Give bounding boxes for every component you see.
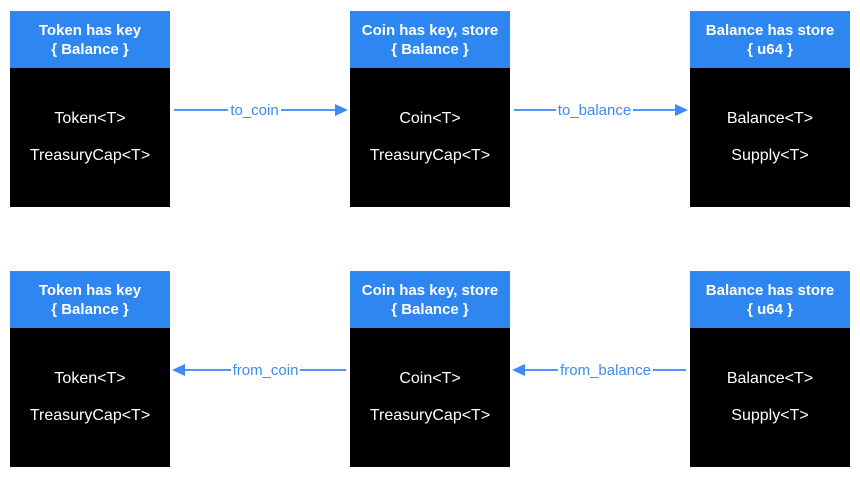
struct-abilities: { Balance } [51,40,129,58]
arrow-line [652,369,687,371]
arrow-to-balance: to_balance [514,99,688,121]
struct-header-coin: Coin has key, store { Balance } [350,11,510,68]
struct-body-coin: Coin<T> TreasuryCap<T> [350,328,510,467]
arrow-line [633,109,675,111]
arrow-line [280,109,335,111]
struct-abilities: { Balance } [391,40,469,58]
arrow-from-balance: from_balance [512,359,687,381]
arrow-line [525,369,559,371]
arrowhead-left-icon [512,364,525,376]
struct-field: Coin<T> [399,110,461,127]
struct-header-token: Token has key { Balance } [10,11,170,68]
struct-abilities: { u64 } [747,300,793,318]
struct-body-balance: Balance<T> Supply<T> [690,328,850,467]
arrowhead-right-icon [675,104,688,116]
struct-body-token: Token<T> TreasuryCap<T> [10,328,170,467]
arrow-label: from_coin [232,361,299,379]
struct-body-coin: Coin<T> TreasuryCap<T> [350,68,510,207]
struct-header-balance: Balance has store { u64 } [690,11,850,68]
struct-abilities: { u64 } [747,40,793,58]
struct-field: Coin<T> [399,370,461,387]
arrow-line [300,369,347,371]
struct-field: Balance<T> [726,370,814,387]
struct-box-token-row2: Token has key { Balance } Token<T> Treas… [10,271,170,467]
struct-field: TreasuryCap<T> [369,407,491,424]
struct-header-token: Token has key { Balance } [10,271,170,328]
arrow-from-coin: from_coin [172,359,347,381]
struct-body-token: Token<T> TreasuryCap<T> [10,68,170,207]
struct-field: Supply<T> [731,147,809,164]
arrowhead-right-icon [335,104,348,116]
arrow-line [514,109,556,111]
arrow-label: to_coin [230,101,279,119]
struct-field: Token<T> [54,370,126,387]
struct-box-token-row1: Token has key { Balance } Token<T> Treas… [10,11,170,207]
struct-field: TreasuryCap<T> [29,407,151,424]
struct-abilities: { Balance } [391,300,469,318]
arrow-label: to_balance [557,101,632,119]
struct-name: Coin has key, store [361,21,499,39]
arrowhead-left-icon [172,364,185,376]
struct-header-balance: Balance has store { u64 } [690,271,850,328]
struct-name: Balance has store [705,21,835,39]
struct-field: TreasuryCap<T> [29,147,151,164]
struct-abilities: { Balance } [51,300,129,318]
struct-body-balance: Balance<T> Supply<T> [690,68,850,207]
arrow-line [185,369,231,371]
struct-name: Token has key [38,21,142,39]
struct-field: Token<T> [54,110,126,127]
struct-name: Token has key [38,281,142,299]
struct-box-coin-row2: Coin has key, store { Balance } Coin<T> … [350,271,510,467]
struct-field: Balance<T> [726,110,814,127]
struct-field: Supply<T> [731,407,809,424]
struct-box-coin-row1: Coin has key, store { Balance } Coin<T> … [350,11,510,207]
struct-name: Coin has key, store [361,281,499,299]
arrow-line [174,109,229,111]
arrow-label: from_balance [560,361,651,379]
struct-field: TreasuryCap<T> [369,147,491,164]
struct-box-balance-row1: Balance has store { u64 } Balance<T> Sup… [690,11,850,207]
arrow-to-coin: to_coin [174,99,348,121]
struct-name: Balance has store [705,281,835,299]
struct-box-balance-row2: Balance has store { u64 } Balance<T> Sup… [690,271,850,467]
struct-header-coin: Coin has key, store { Balance } [350,271,510,328]
